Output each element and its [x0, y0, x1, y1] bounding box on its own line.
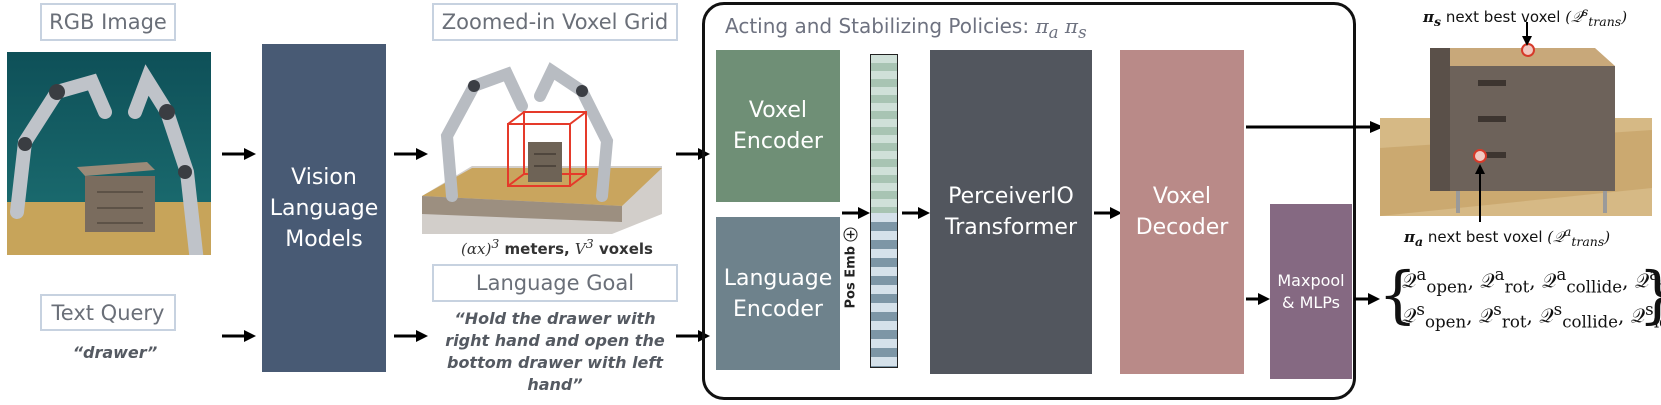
right-brace: } — [1638, 260, 1661, 330]
rgb-image-label: RGB Image — [40, 3, 176, 41]
language-encoder-block: Language Encoder — [716, 217, 840, 370]
grid-scale-symbol: (αx)3 — [461, 236, 500, 258]
voxel-decoder-block: Voxel Decoder — [1120, 50, 1244, 374]
policies-frame — [702, 2, 1356, 400]
arrow-right-icon — [1246, 121, 1384, 133]
arrow-down-icon — [1522, 22, 1532, 46]
arrow-right-icon — [222, 148, 256, 160]
pi-a-symbol: πa — [1404, 228, 1424, 249]
arrow-right-icon — [1094, 207, 1122, 219]
rgb-image — [7, 52, 211, 269]
act-annotation: πa next best voxel (𝒬atrans) — [1404, 224, 1610, 249]
arrow-right-icon — [842, 207, 870, 219]
policies-title: Acting and Stabilizing Policies: πa πs — [725, 14, 1087, 42]
pos-emb-column — [870, 54, 898, 368]
language-goal-value: “Hold the drawer with right hand and ope… — [445, 309, 665, 394]
stabilize-annotation-text: next best voxel — [1445, 8, 1561, 26]
arrow-up-icon — [1475, 164, 1485, 222]
arrow-right-icon — [394, 148, 428, 160]
maxpool-mlps-block: Maxpool & MLPs — [1270, 204, 1352, 379]
arrow-right-icon — [902, 207, 930, 219]
voxel-encoder-block: Voxel Encoder — [716, 50, 840, 202]
stabilize-annotation: πs next best voxel (𝒬strans) — [1423, 4, 1627, 29]
act-annotation-text: next best voxel — [1427, 228, 1543, 246]
q-trans-s-symbol: (𝒬strans) — [1565, 4, 1628, 29]
policy-symbols: πa πs — [1035, 14, 1087, 42]
pos-emb-text: Pos Emb — [843, 246, 859, 309]
arrow-right-icon — [1246, 293, 1270, 305]
text-query-label: Text Query — [40, 294, 176, 331]
arrow-right-icon — [1354, 293, 1380, 305]
grid-caption-meters: meters, — [499, 240, 575, 258]
voxel-grid-image — [412, 46, 674, 234]
voxel-grid-label: Zoomed-in Voxel Grid — [432, 3, 678, 41]
grid-voxel-symbol: V3 — [574, 236, 594, 258]
arrow-right-icon — [394, 330, 428, 342]
arrow-right-icon — [222, 330, 256, 342]
pi-s-symbol: πs — [1423, 8, 1442, 29]
output-image — [1380, 38, 1652, 216]
q-values-acting: 𝒬aopen, 𝒬arot, 𝒬acollide, 𝒬aid — [1402, 265, 1661, 297]
language-goal-label: Language Goal — [432, 264, 678, 302]
policies-title-text: Acting and Stabilizing Policies: — [725, 14, 1036, 38]
grid-caption-voxels: voxels — [593, 240, 653, 258]
pos-emb-label: Pos Emb + — [838, 227, 864, 312]
text-query-value: “drawer” — [72, 343, 158, 362]
perceiverio-transformer-block: PerceiverIO Transformer — [930, 50, 1092, 374]
voxel-grid-caption: (αx)3 meters, V3 voxels — [442, 236, 672, 258]
vision-language-models-block: Vision Language Models — [262, 44, 386, 372]
pos-emb-lang-part — [871, 213, 897, 367]
plus-circle-icon: + — [843, 227, 858, 242]
left-brace: { — [1378, 258, 1418, 331]
q-values-stabilizing: 𝒬sopen, 𝒬srot, 𝒬scollide, 𝒬sid — [1402, 300, 1661, 332]
q-trans-a-symbol: (𝒬atrans) — [1547, 224, 1611, 249]
